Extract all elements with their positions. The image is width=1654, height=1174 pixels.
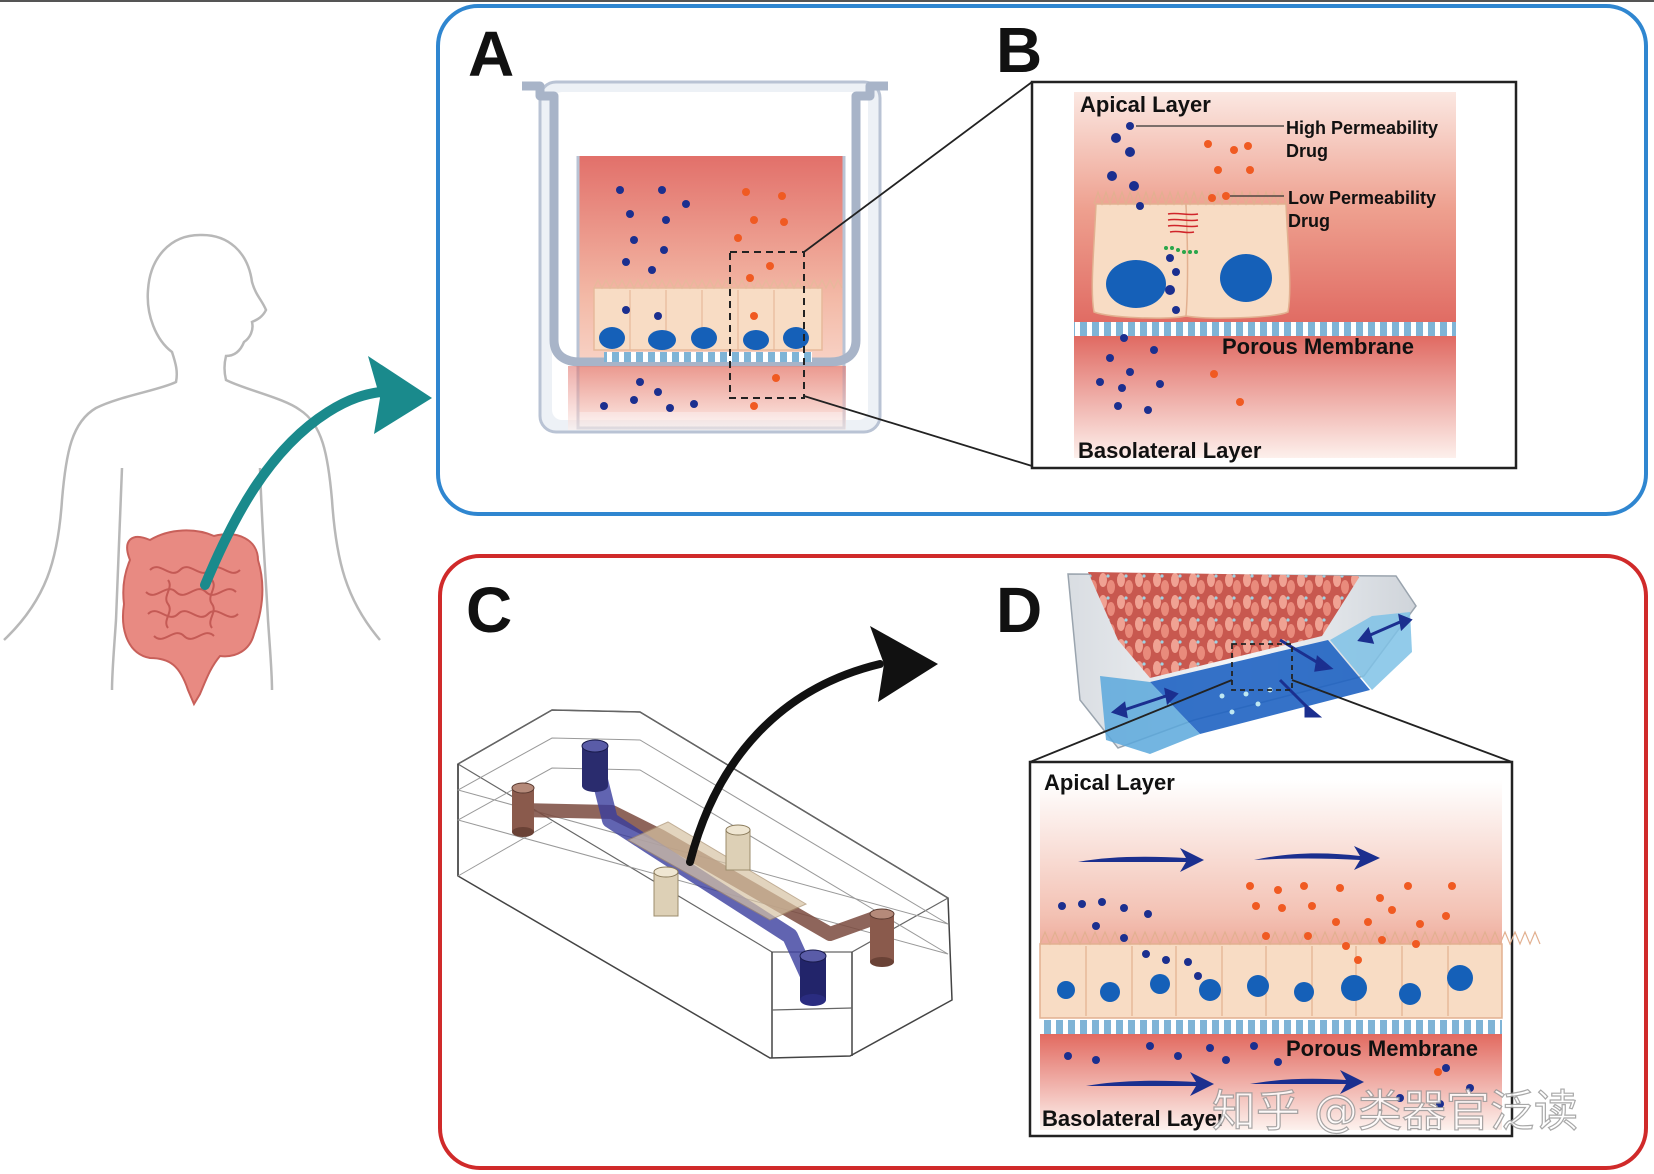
nucleus bbox=[783, 327, 809, 349]
nucleus bbox=[1199, 979, 1221, 1001]
high-permeability-drug-dots-b bbox=[1096, 122, 1180, 414]
b-high-perm-label-2: Drug bbox=[1286, 141, 1328, 161]
panel-c-letter: C bbox=[466, 574, 512, 646]
porous-membrane-a bbox=[604, 352, 812, 362]
villi-surface bbox=[1088, 572, 1360, 678]
port-blue-bottom bbox=[799, 949, 827, 1006]
zoom-line-bottom bbox=[803, 395, 1033, 467]
nucleus bbox=[1447, 965, 1473, 991]
tight-junction bbox=[1167, 212, 1199, 234]
panel-d-detail bbox=[1028, 760, 1541, 1138]
low-permeability-drug-dots-d bbox=[1246, 882, 1456, 1076]
nucleus bbox=[1106, 260, 1166, 308]
zoom-line-d-right bbox=[1291, 679, 1513, 763]
b-basolateral-label: Basolateral Layer bbox=[1078, 438, 1262, 463]
intestine-illustration bbox=[122, 529, 264, 707]
tan-channel-block bbox=[626, 821, 808, 921]
nucleus bbox=[743, 330, 769, 350]
nucleus bbox=[599, 327, 625, 349]
nucleus bbox=[1150, 974, 1170, 994]
port-brown-right bbox=[869, 908, 895, 967]
low-permeability-drug-dots-b bbox=[1204, 140, 1254, 406]
zoom-region-box-d bbox=[1231, 643, 1293, 691]
d-membrane-label: Porous Membrane bbox=[1286, 1036, 1478, 1061]
d-basolateral-label: Basolateral Layer bbox=[1042, 1106, 1226, 1131]
flow-arrows-apical bbox=[1078, 846, 1380, 872]
panel-b-letter: B bbox=[996, 14, 1042, 86]
panel-a-letter: A bbox=[468, 18, 514, 90]
b-high-perm-label-1: High Permeability bbox=[1286, 118, 1438, 138]
high-permeability-drug-dots-a bbox=[600, 186, 698, 412]
nucleus bbox=[1100, 982, 1120, 1002]
flow-arrows-basolateral bbox=[1086, 1070, 1364, 1096]
nucleus bbox=[1294, 982, 1314, 1002]
channel-3d-illustration bbox=[1067, 572, 1417, 754]
d-apical-label: Apical Layer bbox=[1044, 770, 1175, 795]
panel-b-detail bbox=[1030, 80, 1518, 470]
cell-monolayer-a bbox=[593, 278, 843, 351]
watermark-text: 知乎 @类器官泛读 bbox=[1212, 1086, 1578, 1137]
transwell-insert bbox=[522, 80, 888, 434]
junction-dots bbox=[1164, 246, 1198, 254]
porous-membrane-d bbox=[1040, 1020, 1502, 1034]
nucleus bbox=[1341, 975, 1367, 1001]
b-low-perm-label-2: Drug bbox=[1288, 211, 1330, 231]
nucleus bbox=[1057, 981, 1075, 999]
zoom-region-box bbox=[729, 251, 805, 399]
porous-membrane-b bbox=[1074, 322, 1456, 336]
b-low-perm-label-1: Low Permeability bbox=[1288, 188, 1436, 208]
basal-medium bbox=[568, 366, 846, 430]
nucleus bbox=[1399, 983, 1421, 1005]
zoom-line-d-left bbox=[1029, 679, 1233, 763]
port-tan-top bbox=[725, 824, 751, 871]
zoom-line-top bbox=[803, 81, 1033, 253]
human-body-outline bbox=[3, 233, 381, 691]
teal-arrow bbox=[200, 356, 432, 590]
blue-lower-channel-d bbox=[1150, 640, 1370, 734]
nucleus bbox=[1220, 254, 1272, 302]
nucleus bbox=[648, 330, 676, 350]
top-panel-frame bbox=[436, 4, 1648, 516]
black-curved-arrow bbox=[686, 626, 938, 866]
b-apical-label: Apical Layer bbox=[1080, 92, 1211, 117]
high-permeability-drug-dots-d bbox=[1058, 898, 1474, 1108]
b-membrane-label: Porous Membrane bbox=[1222, 334, 1414, 359]
bottom-panel-frame bbox=[438, 554, 1648, 1170]
nucleus bbox=[1247, 975, 1269, 997]
port-blue-top bbox=[581, 739, 609, 792]
organ-chip-device bbox=[456, 709, 953, 1059]
port-tan-mid bbox=[653, 866, 679, 917]
port-brown-left bbox=[511, 782, 535, 837]
low-permeability-drug-dots-a bbox=[734, 188, 788, 410]
flow-arrows-d-top bbox=[1110, 613, 1413, 719]
panel-d-letter: D bbox=[996, 574, 1042, 646]
nucleus bbox=[691, 327, 717, 349]
